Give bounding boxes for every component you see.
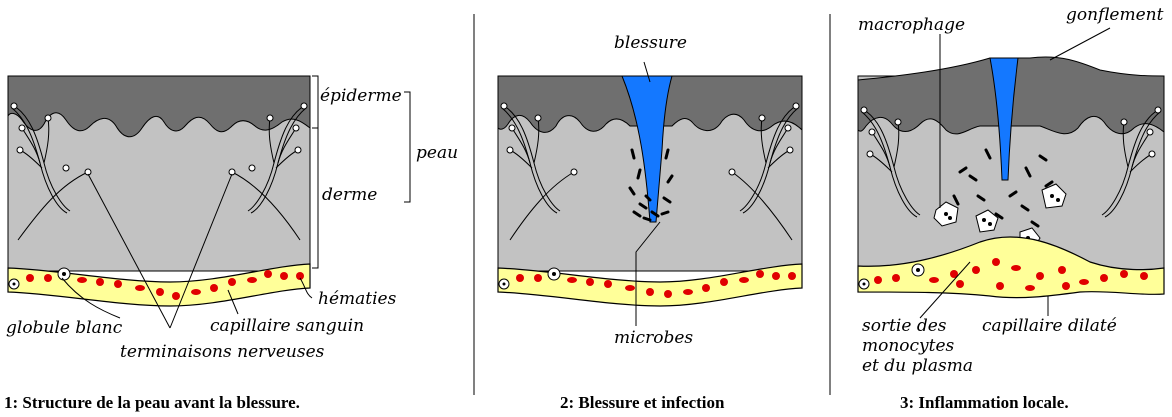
label-exit-2: monocytes — [862, 336, 955, 356]
skin-bracket — [404, 92, 410, 202]
label-skin: peau — [416, 143, 458, 163]
label-epidermis: épiderme — [320, 86, 402, 106]
label-wound: blessure — [614, 33, 687, 53]
label-microbes: microbes — [614, 328, 693, 348]
label-exit-3: et du plasma — [862, 356, 973, 376]
label-red-cells: hématies — [318, 289, 397, 309]
caption-panel-2: 2: Blessure et infection — [560, 393, 725, 412]
label-macrophage: macrophage — [858, 15, 965, 35]
label-exit-1: sortie des — [862, 316, 947, 336]
dermis-bracket — [312, 128, 318, 268]
panel-3: macrophage gonflement sortie des monocyt… — [858, 5, 1164, 412]
label-nerve-endings: terminaisons nerveuses — [120, 342, 325, 362]
label-swelling: gonflement — [1066, 5, 1164, 25]
label-dermis: derme — [322, 185, 377, 205]
label-dilated-capillary: capillaire dilaté — [982, 316, 1117, 336]
label-capillary: capillaire sanguin — [210, 316, 364, 336]
panel-2: blessure microbes 2: Blessure et infecti… — [498, 33, 802, 412]
epidermis-bracket — [312, 76, 318, 128]
label-white-cell: globule blanc — [6, 318, 123, 338]
caption-panel-1: 1: Structure de la peau avant la blessur… — [4, 393, 300, 412]
caption-panel-3: 3: Inflammation locale. — [900, 393, 1069, 412]
panel-1: épiderme peau derme hématies globule bla… — [4, 76, 458, 412]
